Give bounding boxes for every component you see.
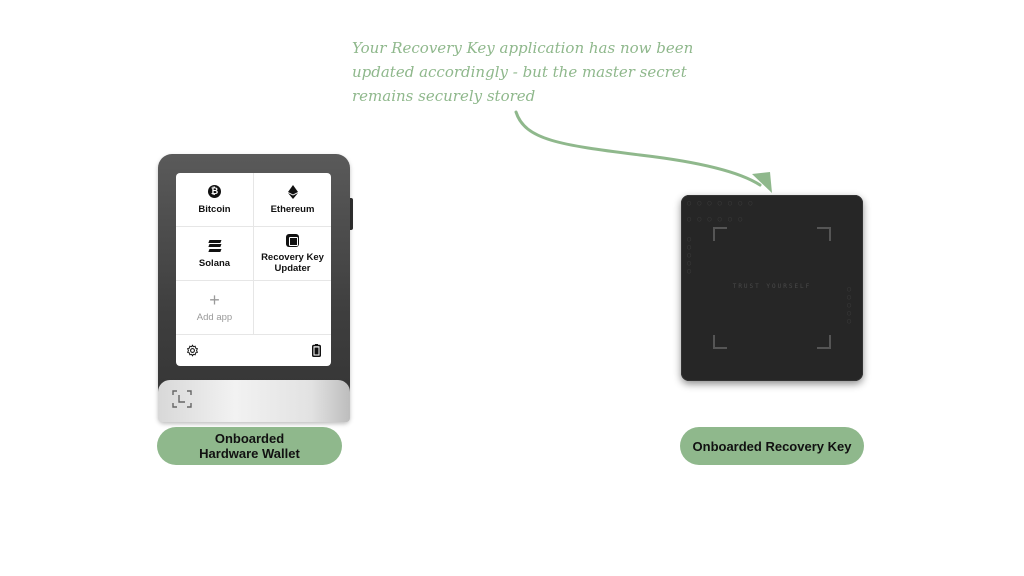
gear-icon[interactable]	[186, 344, 199, 357]
bitcoin-icon: ₿	[208, 185, 221, 198]
annotation-line-2: updated accordingly - but the master sec…	[352, 63, 687, 81]
app-label-line-1: Recovery Key	[261, 252, 324, 263]
recovery-key-icon	[286, 233, 299, 247]
card-dots: ○○○○○	[847, 285, 858, 325]
annotation-line-1: Your Recovery Key application has now be…	[352, 39, 694, 57]
solana-icon	[208, 239, 221, 252]
app-label: Bitcoin	[198, 203, 231, 215]
card-dots: ○○○○○○	[687, 215, 749, 223]
recovery-key-card: ○○○○○○○ ○○○○○○ ○○○○○ ○○○○○ TRUST YOURSEL…	[681, 195, 863, 381]
hardware-wallet-label-line-2: Hardware Wallet	[199, 446, 300, 461]
wallet-screen: ₿ Bitcoin Ethereum Solana Recovery Key	[176, 173, 331, 366]
annotation-line-3: remains securely stored	[352, 87, 536, 105]
card-engraved-text: TRUST YOURSELF	[732, 283, 812, 290]
app-label: Solana	[198, 257, 231, 269]
wallet-side-button	[349, 198, 353, 230]
app-recovery-key-updater[interactable]: Recovery Key Updater	[254, 227, 331, 281]
ethereum-icon	[287, 184, 298, 199]
battery-icon	[312, 344, 321, 357]
app-bitcoin[interactable]: ₿ Bitcoin	[176, 173, 254, 227]
app-ethereum[interactable]: Ethereum	[254, 173, 331, 227]
plus-icon: +	[209, 289, 220, 310]
app-grid: ₿ Bitcoin Ethereum Solana Recovery Key	[176, 173, 331, 335]
annotation-text: Your Recovery Key application has now be…	[352, 36, 694, 108]
wallet-bottom-panel	[158, 380, 350, 422]
add-app-button[interactable]: + Add app	[176, 281, 254, 335]
hardware-wallet-label: Onboarded Hardware Wallet	[157, 427, 342, 465]
app-label: Ethereum	[270, 203, 315, 215]
card-frame-corners	[713, 227, 831, 349]
hardware-wallet-label-line-1: Onboarded	[214, 431, 285, 446]
app-solana[interactable]: Solana	[176, 227, 254, 281]
scan-icon	[172, 390, 192, 408]
empty-slot	[254, 281, 331, 335]
card-dots: ○○○○○	[687, 235, 698, 275]
app-label-line-2: Updater	[274, 263, 311, 274]
screen-footer	[176, 335, 331, 366]
hardware-wallet-device: ₿ Bitcoin Ethereum Solana Recovery Key	[158, 154, 350, 422]
app-label: Add app	[196, 311, 233, 323]
recovery-key-label: Onboarded Recovery Key	[680, 427, 864, 465]
card-dots: ○○○○○○○	[687, 199, 759, 207]
